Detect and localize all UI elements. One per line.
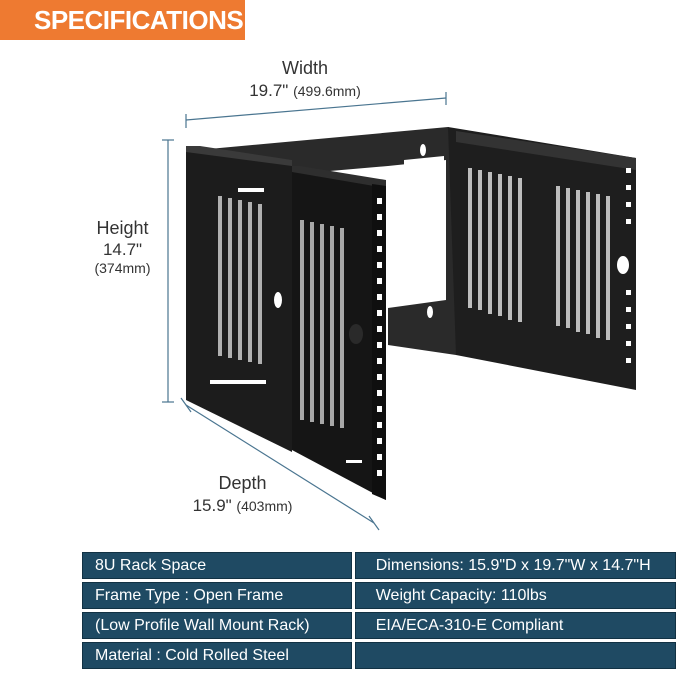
height-metric: (374mm): [94, 260, 151, 276]
rack-illustration: [162, 92, 636, 531]
table-row: Frame Type : Open Frame Weight Capacity:…: [82, 582, 676, 609]
spec-weight-capacity: Weight Capacity: 110lbs: [354, 582, 676, 609]
height-dimension: Height 14.7" (374mm): [80, 218, 165, 276]
width-value: 19.7" (499.6mm): [240, 81, 370, 101]
specifications-table: 8U Rack Space Dimensions: 15.9"D x 19.7"…: [79, 549, 679, 672]
dimension-lines: [162, 92, 447, 531]
rack-front-panel: [292, 166, 386, 500]
width-dimension: Width 19.7" (499.6mm): [240, 58, 370, 101]
spec-mount-type: (Low Profile Wall Mount Rack): [82, 612, 352, 639]
spec-dimensions: Dimensions: 15.9"D x 19.7"W x 14.7"H: [354, 552, 676, 579]
depth-dimension: Depth 15.9" (403mm): [170, 473, 315, 516]
table-row: Material : Cold Rolled Steel: [82, 642, 676, 669]
depth-value: 15.9" (403mm): [170, 496, 315, 516]
spec-material: Material : Cold Rolled Steel: [82, 642, 352, 669]
height-imperial: 14.7": [102, 240, 143, 259]
width-metric: (499.6mm): [293, 83, 361, 99]
specifications-banner: SPECIFICATIONS: [0, 0, 245, 40]
rack-side-panel: [186, 146, 292, 452]
spec-empty-cell: [354, 642, 676, 669]
table-row: (Low Profile Wall Mount Rack) EIA/ECA-31…: [82, 612, 676, 639]
spec-rack-space: 8U Rack Space: [82, 552, 352, 579]
table-row: 8U Rack Space Dimensions: 15.9"D x 19.7"…: [82, 552, 676, 579]
width-line: [185, 97, 447, 121]
rack-back-frame: [198, 127, 636, 390]
depth-line: [185, 404, 375, 524]
width-imperial: 19.7": [249, 81, 289, 100]
spec-compliance: EIA/ECA-310-E Compliant: [354, 612, 676, 639]
depth-label: Depth: [218, 473, 267, 493]
height-label: Height: [96, 218, 149, 238]
width-label: Width: [281, 58, 328, 78]
depth-metric: (403mm): [236, 498, 293, 514]
spec-frame-type: Frame Type : Open Frame: [82, 582, 352, 609]
depth-imperial: 15.9": [192, 496, 232, 515]
